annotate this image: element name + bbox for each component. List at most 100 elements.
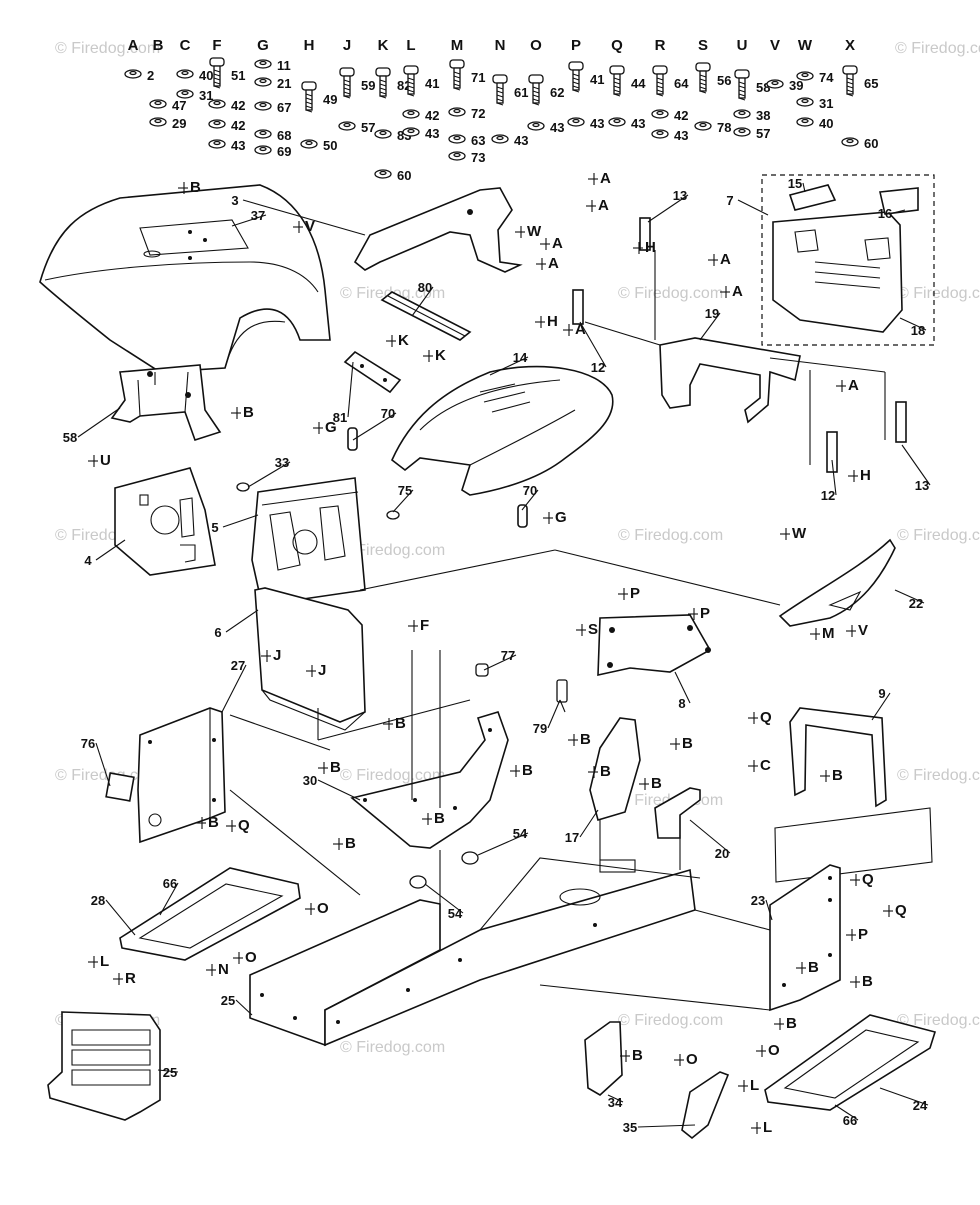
reference-letter: A: [732, 283, 743, 300]
hardware-part-number: 73: [471, 150, 485, 165]
watermark-text: © Firedog.com: [618, 285, 723, 302]
reference-letter: B: [632, 1047, 643, 1064]
hardware-letter: S: [698, 37, 708, 54]
hardware-letter: X: [845, 37, 855, 54]
callout-number: 27: [231, 658, 245, 673]
callout-27: 27: [221, 658, 247, 713]
reference-letter: R: [125, 970, 136, 987]
reference-letter: B: [808, 959, 819, 976]
callout-number: 35: [623, 1120, 637, 1135]
reference-letter: B: [580, 731, 591, 748]
callout-12: 12: [579, 321, 607, 375]
callout-66: 66: [159, 876, 179, 916]
reference-letter: V: [858, 622, 868, 639]
reference-letter: L: [763, 1119, 772, 1136]
callout-number: 66: [163, 876, 177, 891]
watermark-text: © Firedog.com: [340, 767, 445, 784]
reference-letter: P: [630, 585, 640, 602]
callout-number: 70: [381, 406, 395, 421]
hardware-part-number: 51: [231, 68, 245, 83]
reference-letter-b: B: [820, 767, 843, 784]
reference-letter-q: Q: [850, 871, 874, 888]
callout-number: 37: [251, 208, 265, 223]
reference-letter: B: [190, 179, 201, 196]
clip-70-part: [347, 427, 528, 528]
callout-76: 76: [81, 736, 111, 787]
hardware-part-number: 62: [550, 85, 564, 100]
callout-14: 14: [489, 350, 529, 376]
reference-letter-a: A: [536, 255, 559, 272]
hardware-part-number: 31: [819, 96, 833, 111]
callout-number: 25: [163, 1065, 177, 1080]
callout-number: 76: [81, 736, 95, 751]
reference-letter: A: [848, 377, 859, 394]
reference-letter-p: P: [618, 585, 640, 602]
watermark-text: © Firedog.com: [618, 1012, 723, 1029]
callout-75: 75: [392, 483, 414, 513]
reference-letter: P: [858, 926, 868, 943]
hardware-column-a: A2: [124, 37, 154, 83]
hardware-part-number: 50: [323, 138, 337, 153]
reference-letter: B: [786, 1015, 797, 1032]
hardware-part-number: 71: [471, 70, 485, 85]
callout-number: 18: [911, 323, 925, 338]
reference-letter: Q: [895, 902, 907, 919]
reference-letter-a: A: [563, 321, 586, 338]
pins-part: [572, 217, 907, 473]
hardware-letter: J: [343, 37, 351, 54]
callout-4: 4: [84, 539, 126, 568]
reference-letter: N: [218, 961, 229, 978]
callout-12: 12: [821, 459, 837, 503]
hardware-part-number: 43: [631, 116, 645, 131]
hood-bracket-part: [110, 364, 222, 441]
hardware-part-number: 31: [199, 88, 213, 103]
clip-54-part: [461, 851, 479, 865]
reference-letter: B: [522, 762, 533, 779]
hardware-column-v: V39: [766, 37, 803, 93]
hardware-part-number: 40: [199, 68, 213, 83]
grille-part: [391, 365, 614, 496]
hardware-part-number: 43: [550, 120, 564, 135]
hardware-letter: Q: [611, 37, 623, 54]
hardware-part-number: 69: [277, 144, 291, 159]
dash-plate-part: [114, 467, 216, 576]
reference-letter-v: V: [293, 218, 315, 235]
callout-number: 34: [608, 1095, 623, 1110]
callout-16: 16: [878, 206, 906, 221]
callout-70: 70: [352, 406, 397, 441]
reference-letter: M: [822, 625, 835, 642]
reference-letter: J: [318, 662, 326, 679]
bracket-9-part: [789, 707, 887, 808]
reference-letter: C: [760, 757, 771, 774]
reference-letter: G: [325, 419, 337, 436]
lower-dash-part: [254, 587, 366, 731]
callout-15: 15: [788, 176, 806, 193]
callout-19: 19: [699, 306, 721, 341]
callout-58: 58: [63, 407, 121, 445]
callout-8: 8: [674, 671, 691, 711]
reference-letter-b: B: [670, 735, 693, 752]
hardware-part-number: 56: [717, 73, 731, 88]
callout-number: 28: [91, 893, 105, 908]
callout-20: 20: [689, 819, 731, 861]
watermark-text: © Firedog.com: [340, 542, 445, 559]
callout-18: 18: [899, 317, 927, 338]
hardware-letter: M: [451, 37, 464, 54]
callout-25: 25: [221, 993, 253, 1016]
hardware-letter: U: [737, 37, 748, 54]
reference-letter: O: [686, 1051, 698, 1068]
callout-70: 70: [521, 483, 539, 511]
reference-letter-a: A: [540, 235, 563, 252]
hardware-part-number: 72: [471, 106, 485, 121]
callout-54: 54: [424, 883, 464, 921]
reference-letter: Q: [760, 709, 772, 726]
callout-3: 3: [231, 193, 366, 236]
reference-letter: B: [682, 735, 693, 752]
footrest-left-part: [119, 867, 301, 961]
hardware-part-number: 59: [361, 78, 375, 93]
footrest-right-part: [764, 1014, 937, 1111]
